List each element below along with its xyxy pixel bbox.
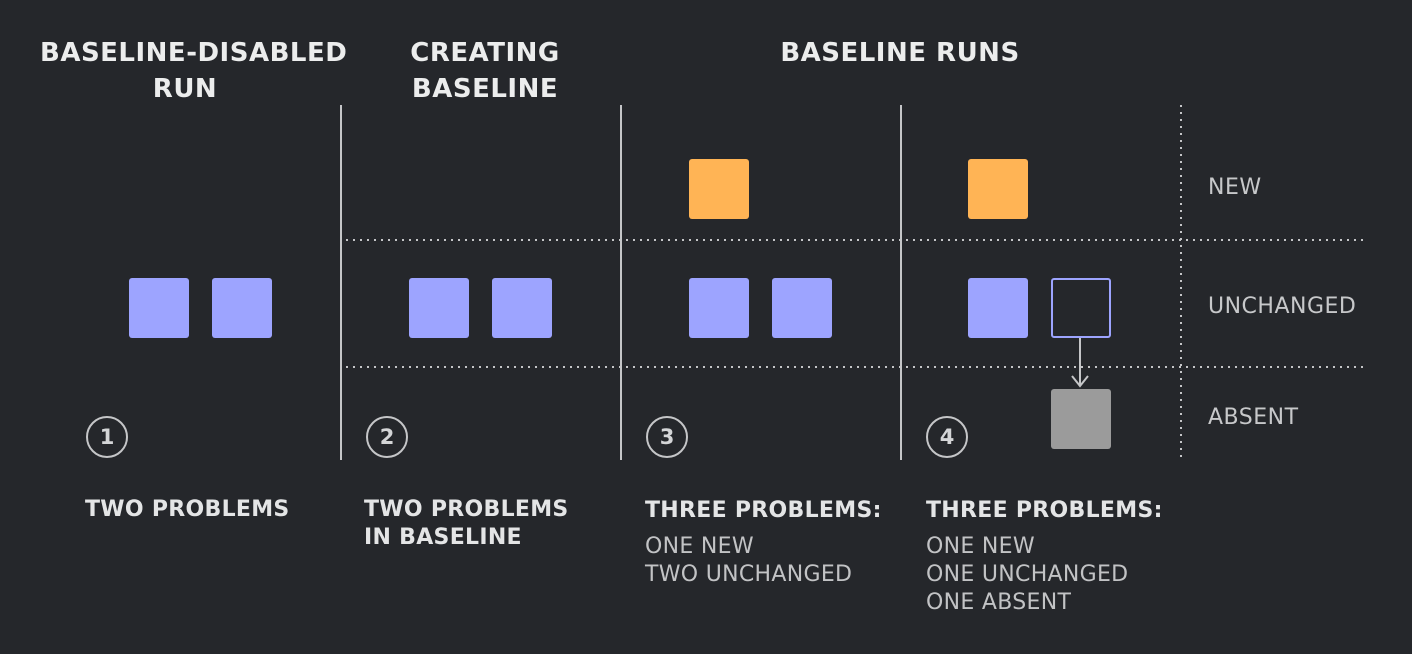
step-number-3: 3 xyxy=(646,416,688,458)
row-label-new: NEW xyxy=(1208,175,1262,200)
row-label-absent: ABSENT xyxy=(1208,405,1299,430)
header-baseline-runs: BASELINE RUNS xyxy=(780,38,1020,68)
move-arrow-head xyxy=(1071,375,1089,388)
problem-box-absent xyxy=(1051,389,1111,449)
step-number-4: 4 xyxy=(926,416,968,458)
header-baseline-disabled-run: BASELINE-DISABLED RUN xyxy=(40,38,348,104)
problem-box-unchanged xyxy=(772,278,832,338)
problem-box-unchanged xyxy=(689,278,749,338)
row-label-unchanged: UNCHANGED xyxy=(1208,294,1357,319)
problem-box-new xyxy=(689,159,749,219)
problem-box-vacated-outline xyxy=(1051,278,1111,338)
step-number-1: 1 xyxy=(86,416,128,458)
problem-box-unchanged xyxy=(129,278,189,338)
step-number-2: 2 xyxy=(366,416,408,458)
problem-box-unchanged xyxy=(409,278,469,338)
summary-3: THREE PROBLEMS: ONE NEW TWO UNCHANGED xyxy=(645,498,882,587)
summary-1: TWO PROBLEMS xyxy=(85,497,290,522)
problem-box-unchanged xyxy=(212,278,272,338)
summary-4: THREE PROBLEMS: ONE NEW ONE UNCHANGED ON… xyxy=(926,498,1163,615)
problem-box-new xyxy=(968,159,1028,219)
header-creating-baseline: CREATING BASELINE xyxy=(410,38,560,104)
problem-box-unchanged xyxy=(492,278,552,338)
summary-2: TWO PROBLEMS IN BASELINE xyxy=(364,497,569,550)
problem-box-unchanged xyxy=(968,278,1028,338)
